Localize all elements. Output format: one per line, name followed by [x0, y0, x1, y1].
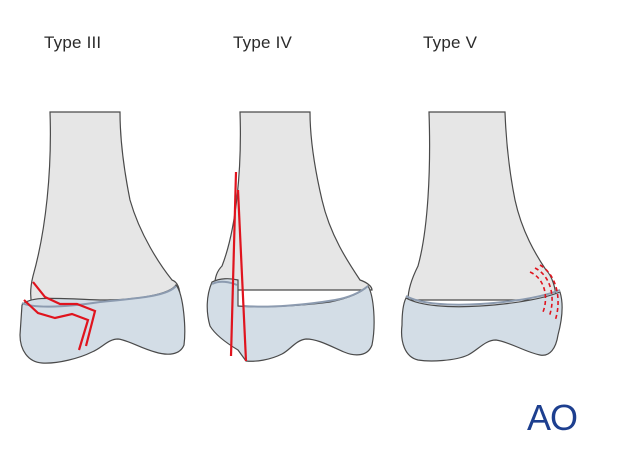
- compression-arc: [529, 271, 547, 313]
- ao-logo: AO: [527, 397, 578, 438]
- femur-shaft: [407, 111, 557, 301]
- compression-arc: [534, 267, 553, 318]
- fracture-line-separated: [23, 299, 90, 351]
- ao-logo-text: AO: [527, 397, 577, 438]
- panel-title-type-iii: Type III: [44, 33, 102, 52]
- femur-shaft: [214, 111, 373, 291]
- epiphysis: [400, 291, 563, 362]
- panel-type-v: [400, 111, 563, 362]
- growth-plate-line: [21, 285, 177, 308]
- fracture-line: [236, 189, 248, 362]
- growth-plate-line-fragment: [211, 280, 238, 286]
- panel-type-iii: [19, 111, 186, 364]
- compression-arc: [539, 264, 559, 322]
- fracture-line: [32, 281, 97, 347]
- femur-shaft: [30, 111, 181, 306]
- fracture-line: [229, 171, 238, 357]
- growth-plate-line: [405, 289, 561, 306]
- panel-type-iv: [206, 111, 375, 362]
- panel-title-type-iv: Type IV: [233, 33, 293, 52]
- compression-lines: [529, 264, 559, 322]
- growth-plate-line: [243, 285, 369, 308]
- panel-title-type-v: Type V: [423, 33, 478, 52]
